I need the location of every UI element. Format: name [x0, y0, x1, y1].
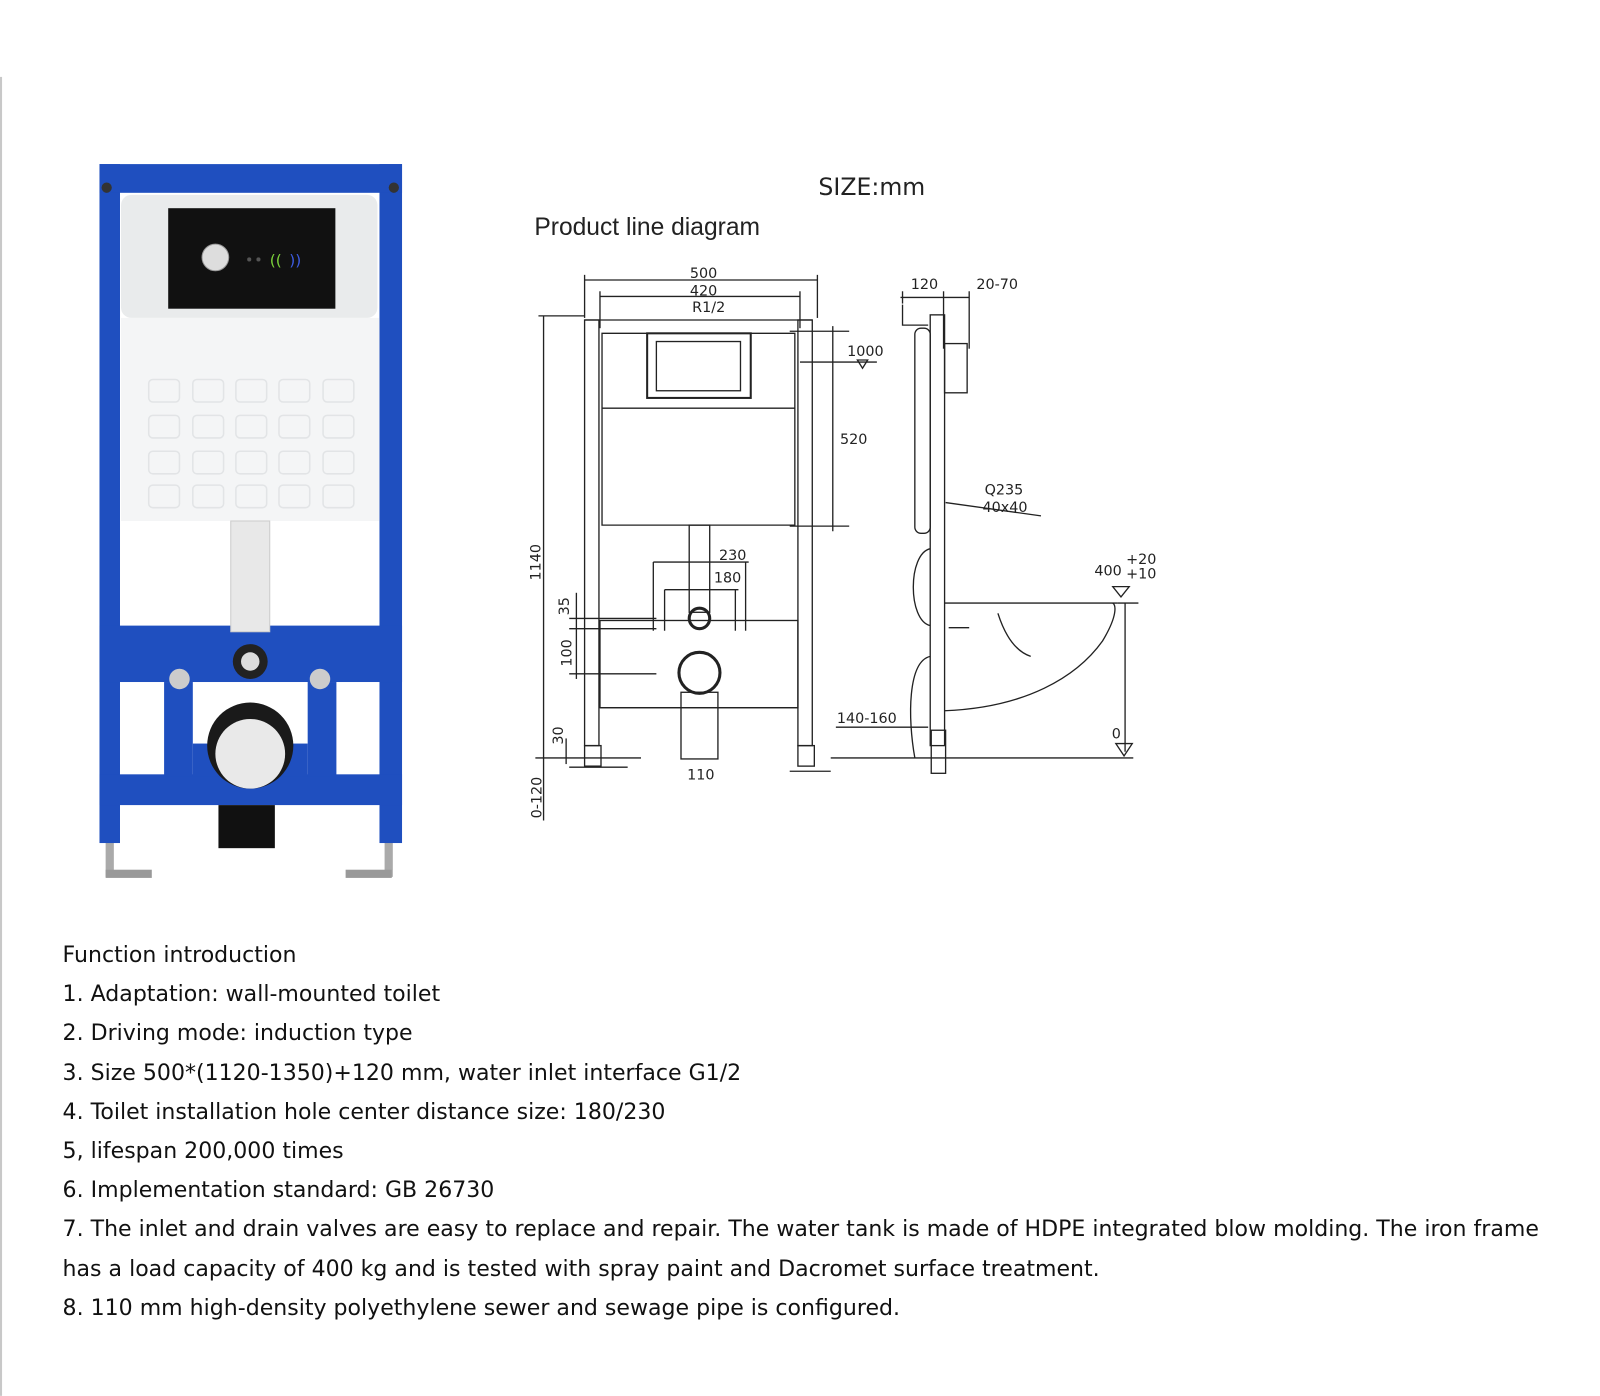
dim-120: 120	[911, 277, 938, 293]
section-heading: Function introduction	[62, 942, 297, 969]
feature-item: 7. The inlet and drain valves are easy t…	[62, 1216, 1539, 1282]
dim-230: 230	[719, 548, 746, 564]
dim-30: 30	[551, 726, 567, 744]
function-introduction: Function introduction 1. Adaptation: wal…	[63, 936, 1540, 1328]
dim-0: 0	[1112, 726, 1121, 742]
dim-35: 35	[557, 597, 573, 615]
dim-500: 500	[690, 266, 717, 282]
size-unit-label: SIZE:mm	[818, 173, 925, 201]
dim-110: 110	[687, 767, 714, 783]
dim-1000: 1000	[847, 344, 884, 360]
dim-20-70: 20-70	[976, 277, 1018, 293]
dim-plus20: +20	[1126, 552, 1156, 568]
material-q235: Q235	[985, 482, 1024, 498]
page-border	[0, 76, 3, 1396]
feature-item: 1. Adaptation: wall-mounted toilet	[62, 981, 441, 1008]
svg-text:((: ((	[270, 252, 282, 270]
material-40x40: 40x40	[983, 500, 1028, 516]
product-line-diagram: SIZE:mm Product line diagram	[528, 173, 1156, 821]
dim-140-160: 140-160	[837, 711, 897, 727]
product-photo: (( ))	[99, 164, 403, 878]
feature-item: 6. Implementation standard: GB 26730	[62, 1177, 495, 1204]
feature-item: 3. Size 500*(1120-1350)+120 mm, water in…	[62, 1060, 742, 1086]
feature-item: 8. 110 mm high-density polyethylene sewe…	[62, 1295, 901, 1321]
dim-0-120: 0-120	[530, 777, 546, 819]
feature-item: 2. Driving mode: induction type	[62, 1020, 413, 1047]
feature-item: 4. Toilet installation hole center dista…	[62, 1099, 666, 1125]
diagram-title: Product line diagram	[534, 214, 760, 241]
dim-r12: R1/2	[692, 300, 725, 316]
feature-item: 5, lifespan 200,000 times	[62, 1138, 344, 1165]
svg-text:)): ))	[289, 252, 301, 270]
dim-100: 100	[559, 639, 575, 666]
dim-1140: 1140	[528, 544, 544, 581]
dim-520: 520	[840, 432, 867, 448]
dim-400: 400	[1094, 563, 1121, 579]
dim-420: 420	[690, 283, 717, 299]
dim-180: 180	[714, 571, 741, 587]
dim-plus10: +10	[1126, 566, 1156, 582]
